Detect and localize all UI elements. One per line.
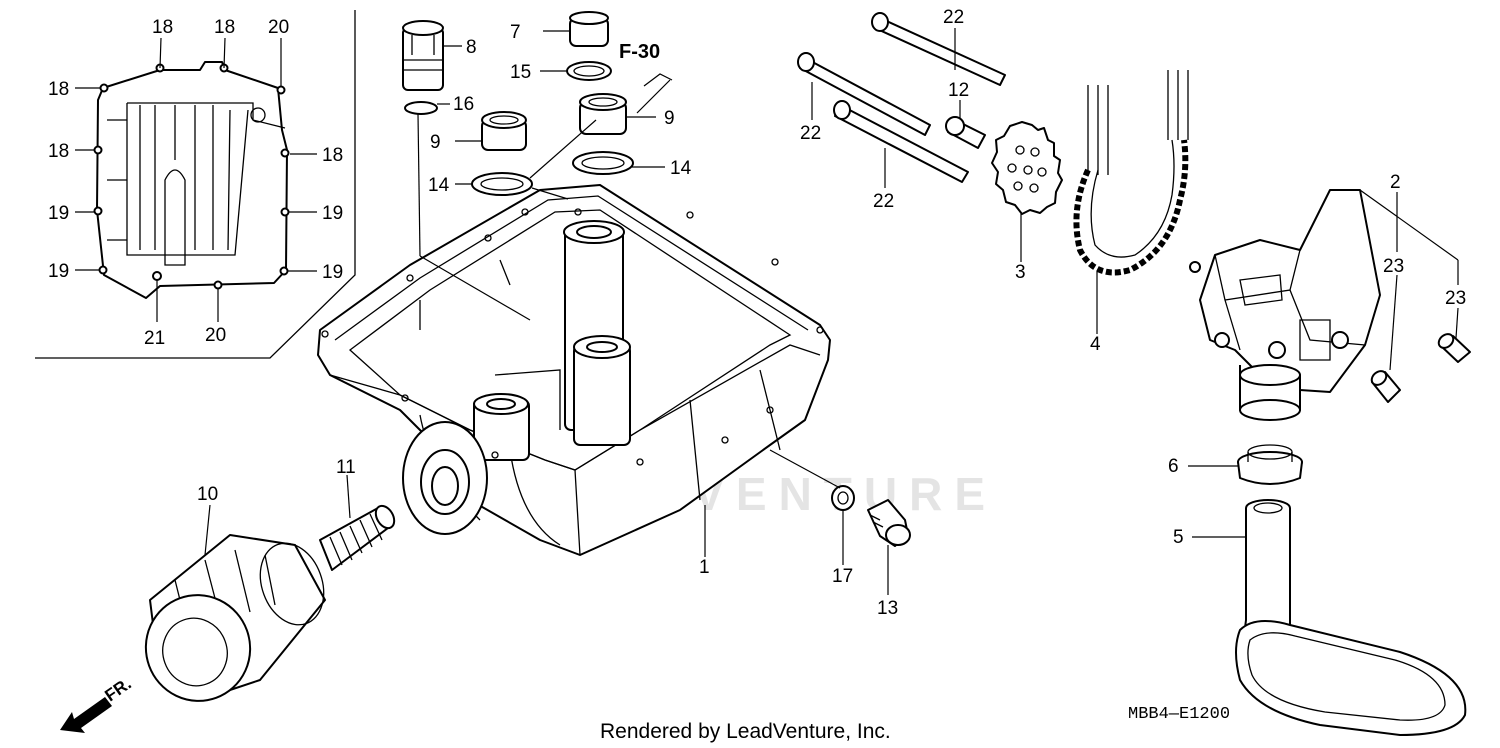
callout-2: 2 [1390,172,1401,193]
callout-9: 9 [664,108,675,129]
callout-15: 15 [510,62,531,83]
oil-filter-stud-11 [319,504,396,571]
callout-7: 7 [510,22,521,43]
drive-chain-4 [1073,70,1189,276]
front-direction-arrow [60,697,112,733]
callout-14: 14 [428,175,450,196]
callout-12: 12 [948,80,969,101]
callout-19: 19 [322,203,343,224]
callout-10: 10 [197,484,218,505]
callout-13: 13 [877,598,898,619]
callout-19: 19 [48,261,69,282]
oil-pan-1 [317,184,831,556]
relief-valve-8 [402,20,444,91]
bolt-22-lower [833,100,969,183]
seal-6 [1237,444,1303,485]
o-ring-14-left [471,172,533,196]
dowel-pin-23-a [1370,370,1401,403]
sprocket-3 [991,121,1063,215]
o-ring-14-right [572,151,634,175]
callout-18: 18 [322,145,343,166]
callout-21: 21 [144,328,165,349]
dowel-pin-23-b [1437,333,1471,363]
inset-bolt-holes [93,63,290,290]
diagram-code: MBB4—E1200 [1128,705,1230,724]
callout-23: 23 [1383,256,1404,277]
oil-strainer-5 [1235,499,1467,736]
callout-16: 16 [453,94,474,115]
collar-9-left [481,111,527,151]
washer-17 [831,485,855,511]
o-ring-16 [404,101,438,115]
section-reference: F-30 [619,41,660,63]
callout-8: 8 [466,37,477,58]
pan-flange-holes [321,208,824,466]
callout-9: 9 [430,132,441,153]
callout-20: 20 [268,17,289,38]
collar-7 [569,11,609,47]
callout-18: 18 [152,17,173,38]
collar-9-right [579,93,627,135]
callout-22: 22 [873,191,894,212]
credit-line: Rendered by LeadVenture, Inc. [600,720,891,743]
callout-23: 23 [1445,288,1466,309]
callout-4: 4 [1090,334,1101,355]
callout-18: 18 [48,79,69,100]
callout-3: 3 [1015,262,1026,283]
oil-filter-10 [144,534,326,702]
callout-19: 19 [322,262,343,283]
callout-18: 18 [214,17,235,38]
drain-bolt-13 [867,499,911,547]
callout-11: 11 [336,457,356,478]
callout-1: 1 [699,557,710,578]
callout-17: 17 [832,566,853,587]
bolt-22-top [871,12,1006,86]
leader-lines [75,28,1459,595]
callout-numbers: 18 18 20 18 18 18 19 19 19 19 21 20 8 16… [48,7,1466,619]
bolt-12 [945,116,986,149]
oil-pump-2 [1189,189,1381,421]
callout-20: 20 [205,325,226,346]
callout-22: 22 [943,7,964,28]
bolt-22-left [797,52,931,136]
callout-22: 22 [800,123,821,144]
callout-6: 6 [1168,456,1179,477]
inset-underside-view [35,10,356,359]
callout-14: 14 [670,158,692,179]
callout-19: 19 [48,203,69,224]
callout-5: 5 [1173,527,1184,548]
callout-18: 18 [48,141,69,162]
